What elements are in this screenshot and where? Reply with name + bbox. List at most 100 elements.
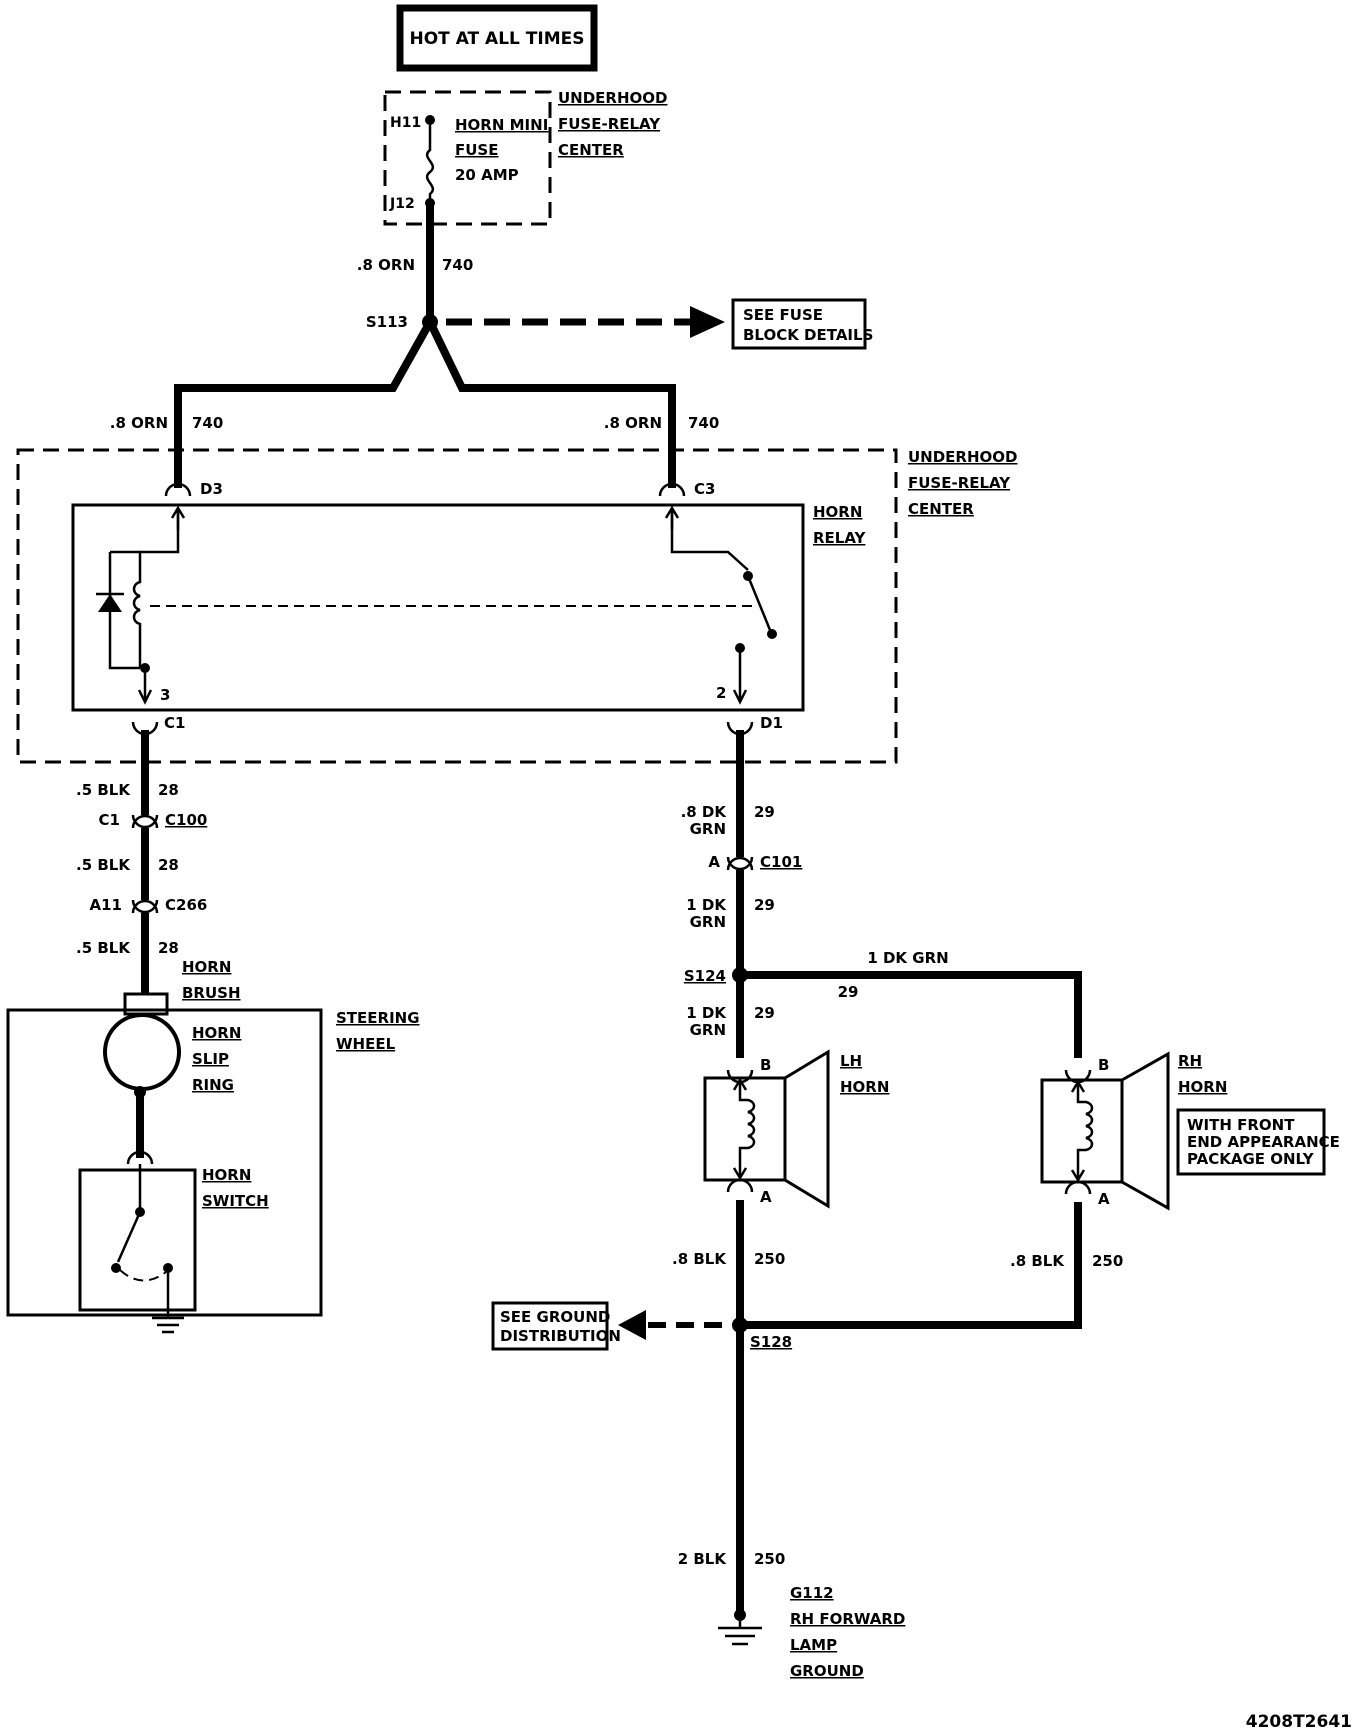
lh-horn-pin-b: B (760, 1056, 771, 1074)
terminal-j12: J12 (389, 196, 415, 212)
relay-feed-left-gauge: .8 ORN (110, 414, 168, 432)
connector-c101-pin: A (708, 853, 720, 871)
relay-contact-icon (746, 575, 772, 631)
arrow-right-icon (690, 306, 725, 338)
horn-switch-connector-icon (126, 1150, 154, 1165)
relay-pin-3: 3 (160, 686, 170, 704)
power-source: HOT AT ALL TIMES (396, 4, 598, 72)
steering-wheel-box (6, 1008, 323, 1317)
fuse-block-title-2: FUSE-RELAY (558, 115, 661, 133)
lh-horn-pin-a: A (760, 1188, 772, 1206)
connector-d3-label: D3 (200, 480, 223, 498)
fuse-details-note-2: BLOCK DETAILS (743, 326, 873, 344)
connector-c100-label: C100 (165, 811, 207, 829)
relay-feed-left-wire (174, 320, 434, 488)
right-wire2-gauge-2: GRN (690, 913, 726, 931)
pin-3-arrow-icon (137, 668, 153, 705)
rh-ground-wire-circuit: 250 (1092, 1252, 1123, 1270)
relay-pin-2: 2 (716, 684, 726, 702)
final-wire-gauge: 2 BLK (678, 1550, 728, 1568)
left-wire1-circuit: 28 (158, 781, 179, 799)
final-wire-circuit: 250 (754, 1550, 785, 1568)
lh-horn-connector-a-icon (726, 1178, 754, 1193)
rh-horn-pin-a: A (1098, 1190, 1110, 1208)
splice-s124-label: S124 (684, 967, 726, 985)
steering-wheel-label-2: WHEEL (336, 1035, 396, 1053)
connector-c3-label: C3 (694, 480, 715, 498)
connector-c266-icon (131, 899, 159, 914)
relay-center-title-1: UNDERHOOD (908, 448, 1018, 466)
ground-distribution-note-1: SEE GROUND (500, 1308, 610, 1326)
wire-to-rh-horn (740, 971, 1082, 1058)
connector-c3-icon (658, 482, 686, 497)
horn-switch-label-1: HORN (202, 1166, 251, 1184)
connector-c266-label: C266 (165, 896, 207, 914)
horn-switch-box (78, 1168, 197, 1312)
connector-c266-pin: A11 (90, 896, 122, 914)
splice-s128-label: S128 (750, 1333, 792, 1351)
horn-switch-label-2: SWITCH (202, 1192, 269, 1210)
rh-horn-coil-icon (1070, 1094, 1094, 1183)
ground-label-2: RH FORWARD (790, 1610, 905, 1628)
connector-d3-icon (164, 482, 192, 497)
right-wire1-gauge-2: GRN (690, 820, 726, 838)
relay-center-title-3: CENTER (908, 500, 974, 518)
fuse-details-note-box (731, 298, 867, 350)
relay-center-title-2: FUSE-RELAY (908, 474, 1011, 492)
lh-horn: B A LH HORN (703, 1049, 889, 1209)
rh-ground-wire-gauge: .8 BLK (1010, 1252, 1065, 1270)
fuse-block: UNDERHOOD FUSE-RELAY CENTER H11 J12 HORN… (383, 89, 668, 226)
lh-horn-box (703, 1076, 787, 1182)
fuse-block-title-1: UNDERHOOD (558, 89, 668, 107)
lh-ground-wire-gauge: .8 BLK (672, 1250, 727, 1268)
ground-label-4: GROUND (790, 1662, 864, 1680)
wire-to-rh-circuit: 29 (838, 983, 859, 1001)
connector-c101-icon (726, 856, 754, 871)
right-wire1-circuit: 29 (754, 803, 775, 821)
fuse-details-note-1: SEE FUSE (743, 306, 823, 324)
right-wire3-gauge-2: GRN (690, 1021, 726, 1039)
slip-ring-label-1: HORN (192, 1024, 241, 1042)
right-wire2-gauge-1: 1 DK (686, 896, 727, 914)
connector-c101-label: C101 (760, 853, 802, 871)
right-wire3-circuit: 29 (754, 1004, 775, 1022)
left-wire1-gauge: .5 BLK (76, 781, 131, 799)
rh-horn-ground-wire (740, 1202, 1082, 1329)
lh-ground-wire-circuit: 250 (754, 1250, 785, 1268)
arrow-left-icon (618, 1310, 646, 1340)
lh-horn-label-1: LH (840, 1052, 862, 1070)
fuse-block-title-3: CENTER (558, 141, 624, 159)
rh-horn-pin-b: B (1098, 1056, 1109, 1074)
lh-horn-label-2: HORN (840, 1078, 889, 1096)
rh-horn-box (1040, 1078, 1124, 1184)
fuse-label-2: FUSE (455, 141, 498, 159)
steering-wheel-label-1: STEERING (336, 1009, 420, 1027)
rh-horn: B A RH HORN WITH FRONT END APPEARANCE PA… (1040, 1051, 1340, 1211)
relay-coil-icon (110, 550, 142, 668)
slip-ring-icon (103, 1013, 181, 1091)
horn-relay-title-1: HORN (813, 503, 862, 521)
right-wire3-gauge-1: 1 DK (686, 1004, 727, 1022)
fuse-icon (425, 120, 435, 203)
horn-switch-contact-icon (116, 1211, 142, 1263)
connector-d1-label: D1 (760, 714, 783, 732)
fuse-label-3: 20 AMP (455, 166, 519, 184)
rh-horn-icon (1120, 1051, 1170, 1211)
feed-wire-circuit: 740 (442, 256, 473, 274)
ground-distribution-note-box (491, 1301, 609, 1351)
horn-brush-label-2: BRUSH (182, 984, 241, 1002)
slip-ring-label-2: SLIP (192, 1050, 229, 1068)
fuse-label-1: HORN MINI (455, 116, 548, 134)
relay-feed-right-circuit: 740 (688, 414, 719, 432)
right-wire2-circuit: 29 (754, 896, 775, 914)
rh-horn-note-1: WITH FRONT (1187, 1116, 1295, 1134)
figure-id: 4208T2641 (1246, 1712, 1352, 1732)
rh-horn-label-1: RH (1178, 1052, 1202, 1070)
wire-to-rh-gauge: 1 DK GRN (867, 949, 948, 967)
horn-relay-title-2: RELAY (813, 529, 867, 547)
left-wire2-gauge: .5 BLK (76, 856, 131, 874)
relay-center: UNDERHOOD FUSE-RELAY CENTER HORN RELAY D… (16, 448, 1018, 764)
horn-switch-ground-icon (152, 1316, 184, 1334)
rh-horn-note-3: PACKAGE ONLY (1187, 1150, 1315, 1168)
